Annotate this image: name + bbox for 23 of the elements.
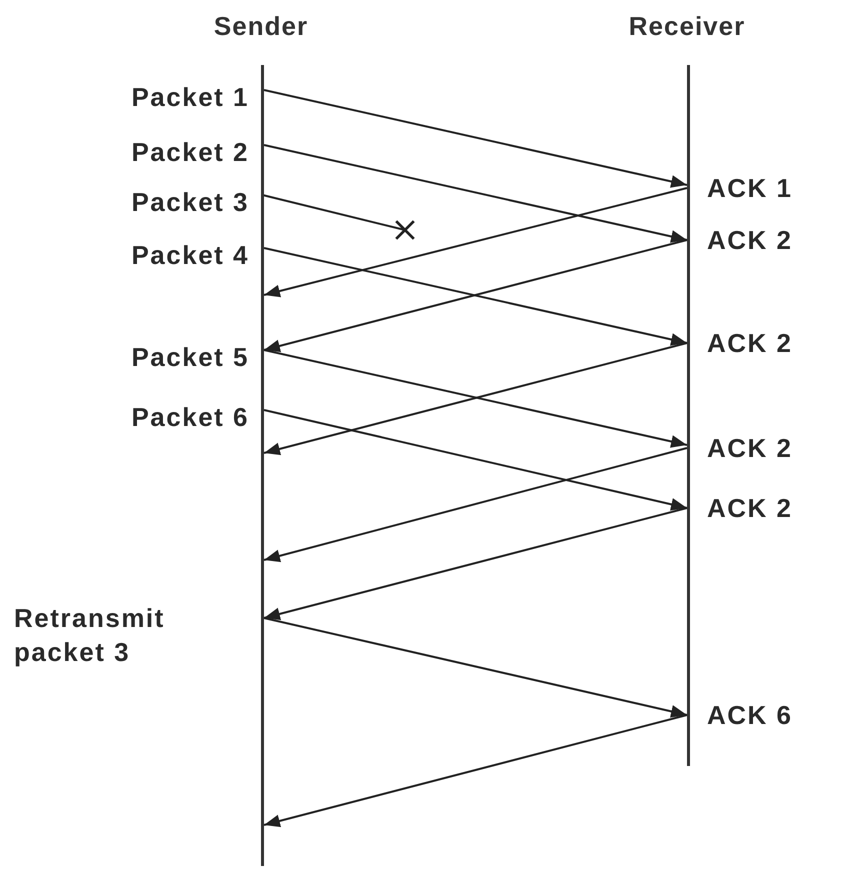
arrow bbox=[264, 447, 688, 562]
edge-label: Retransmit packet 3 bbox=[14, 602, 166, 669]
edge-label: ACK 2 bbox=[707, 432, 794, 465]
edge-label: Packet 3 bbox=[130, 186, 249, 219]
edge-label: ACK 6 bbox=[707, 699, 794, 732]
edge-label: ACK 1 bbox=[707, 172, 794, 205]
edge-label: Packet 1 bbox=[130, 81, 249, 114]
arrow bbox=[264, 89, 688, 188]
arrow bbox=[264, 409, 688, 511]
edge-label: Packet 5 bbox=[130, 341, 249, 374]
lifeline-heading: Sender bbox=[212, 11, 310, 42]
edge-label: ACK 2 bbox=[707, 492, 794, 525]
arrow bbox=[264, 714, 688, 828]
edge-label: ACK 2 bbox=[707, 224, 794, 257]
edge-label: Packet 6 bbox=[130, 401, 249, 434]
edge-label: Packet 2 bbox=[130, 136, 249, 169]
edge-label: ACK 2 bbox=[707, 327, 794, 360]
arrow bbox=[264, 187, 688, 298]
edge-label: Packet 4 bbox=[130, 239, 249, 272]
arrow bbox=[264, 507, 688, 620]
arrow bbox=[264, 144, 688, 243]
lifeline-heading: Receiver bbox=[628, 11, 746, 42]
arrow bbox=[264, 617, 688, 718]
